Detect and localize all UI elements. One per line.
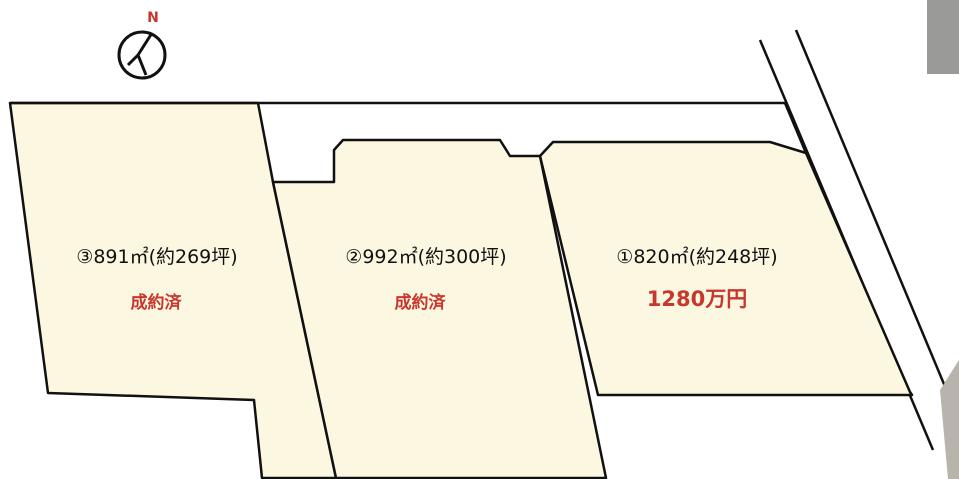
- compass-circle-icon: [117, 30, 167, 80]
- lot-1-parcel: [538, 140, 914, 397]
- compass-needle-icon: [136, 32, 154, 76]
- lot-1-size-label: ①820㎡(約248坪): [616, 245, 777, 268]
- lot-2-status-label: 成約済: [395, 292, 447, 313]
- lot-3-parcel: [8, 101, 338, 479]
- compass-north-label: N: [147, 10, 159, 26]
- lot-2-size-label: ②992㎡(約300坪): [345, 245, 506, 268]
- compass-needle-tail: [126, 53, 140, 67]
- access-road-boundary: [10, 101, 808, 154]
- lot-1-price-label: 1280万円: [647, 287, 747, 311]
- lot-2-parcel: [271, 138, 608, 479]
- north-arrow: N: [117, 10, 167, 80]
- lot-3-status-label: 成約済: [131, 292, 183, 313]
- lot-3-size-label: ③891㎡(約269坪): [76, 245, 237, 268]
- road-edge-right: [794, 29, 959, 421]
- corner-photo-bottom: [940, 360, 959, 479]
- corner-photo: [927, 0, 959, 74]
